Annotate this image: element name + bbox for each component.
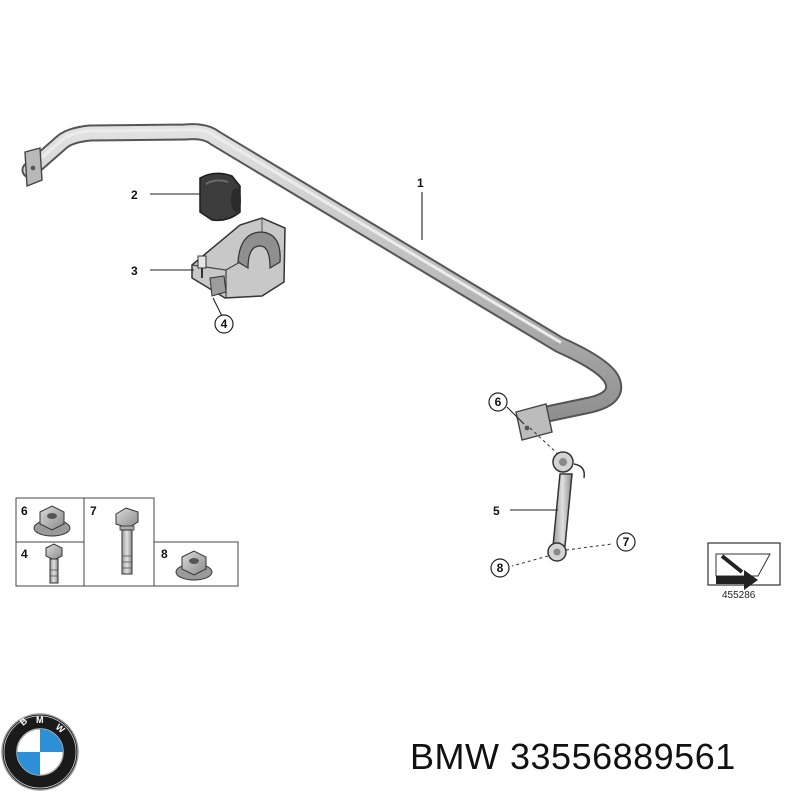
callout-6-circle: 6 [488,392,508,412]
part-caption: BMW 33556889561 [410,736,736,778]
rubber-bushing [199,172,241,222]
callouts: 2 3 1 5 4 6 7 8 [131,176,636,578]
stabilizer-bar [21,123,623,441]
callout-5: 5 [493,504,500,518]
fastener-cell-6: 6 [21,504,71,537]
callout-3: 3 [131,264,138,278]
short-bolt-icon [45,543,63,584]
long-bolt-icon [115,507,139,575]
orientation-symbol [707,542,781,590]
fastener-cell-7: 7 [90,504,139,575]
brand-name: BMW [410,736,500,777]
callout-6: 6 [495,395,502,409]
callout-4: 4 [221,317,228,331]
fastener-number-7: 7 [90,504,97,518]
part-number: 33556889561 [510,736,736,777]
flange-nut-icon [33,505,71,537]
fastener-cell-8: 8 [161,547,213,581]
fastener-number-6: 6 [21,504,28,518]
callout-8-circle: 8 [490,558,510,578]
flange-nut-icon [175,550,213,581]
callout-2: 2 [131,188,138,202]
bmw-logo: B M W [1,713,79,791]
coupling-rod [511,427,613,567]
svg-text:M: M [36,715,44,725]
svg-text:B: B [18,715,30,727]
callout-1: 1 [417,176,424,190]
fastener-cell-4: 4 [21,543,63,584]
leader-lines [150,192,558,511]
diagram-code: 455286 [722,590,756,601]
fastener-number-4: 4 [21,547,28,561]
callout-4-circle: 4 [214,314,234,334]
fastener-number-8: 8 [161,547,168,561]
callout-7-circle: 7 [616,532,636,552]
clamp-bracket [191,217,286,299]
callout-8: 8 [497,561,504,575]
arrow-icon [716,554,758,590]
fastener-table: 6 7 4 [15,497,239,587]
callout-7: 7 [623,535,630,549]
